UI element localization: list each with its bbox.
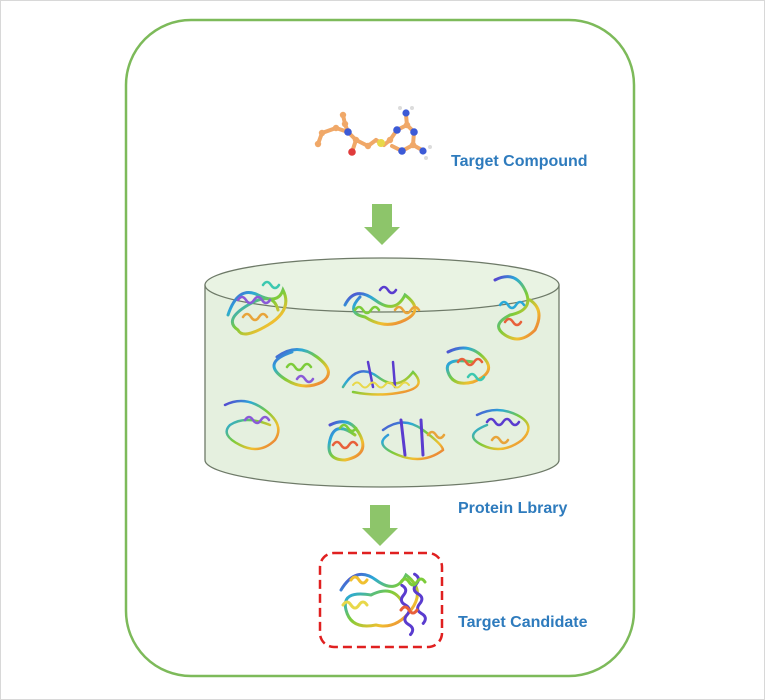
target-candidate-label: Target Candidate (458, 614, 588, 631)
target-compound-molecule-icon (314, 106, 432, 160)
down-arrow-icon (364, 204, 400, 245)
target-candidate-protein-icon (339, 572, 427, 637)
protein-icon (343, 285, 421, 326)
protein-library-cylinder (204, 257, 560, 488)
protein-icon (381, 418, 446, 461)
protein-icon (341, 360, 420, 396)
down-arrow-icon (362, 505, 398, 546)
target-candidate-box (318, 551, 444, 649)
protein-icon (327, 420, 365, 462)
protein-icon (493, 275, 541, 341)
protein-library-label: Protein Lbrary (458, 500, 568, 517)
protein-icon (226, 280, 288, 336)
protein-structure-icons (223, 275, 541, 462)
protein-icon (445, 346, 491, 385)
target-compound-label: Target Compound (451, 153, 588, 170)
protein-icon (223, 399, 280, 451)
protein-icon (472, 408, 530, 451)
protein-icon (272, 348, 330, 388)
